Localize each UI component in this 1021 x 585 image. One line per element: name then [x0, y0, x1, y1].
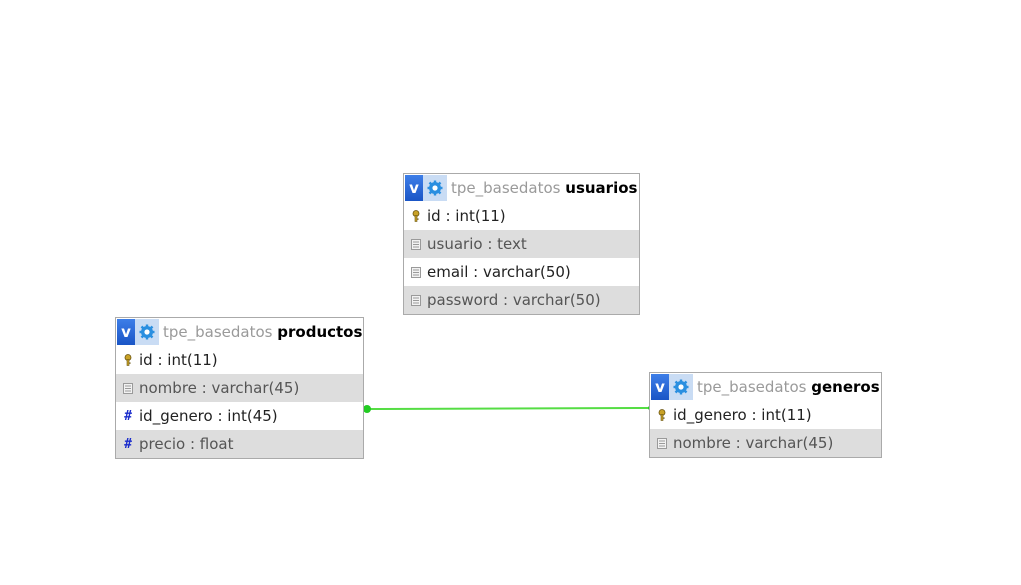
- database-name: tpe_basedatos: [697, 378, 807, 396]
- column-row[interactable]: # id_genero : int(45): [116, 402, 363, 430]
- table-header[interactable]: v tpe_basedatos generos: [650, 373, 881, 401]
- key-icon: [410, 210, 422, 222]
- column-separator: :: [730, 434, 746, 452]
- column-name: id_genero: [139, 407, 213, 425]
- column-row[interactable]: # precio : float: [116, 430, 363, 458]
- table-title[interactable]: tpe_basedatos generos: [697, 378, 880, 396]
- column-row[interactable]: usuario : text: [404, 230, 639, 258]
- hash-icon: #: [124, 408, 132, 424]
- column-icon: [410, 294, 422, 306]
- hash-icon: #: [124, 436, 132, 452]
- database-name: tpe_basedatos: [163, 323, 273, 341]
- column-name: precio: [139, 435, 186, 453]
- table-name: usuarios: [565, 179, 638, 197]
- column-name: password: [427, 291, 499, 309]
- table-generos[interactable]: v tpe_basedatos generos id_genero : int(…: [649, 372, 882, 458]
- table-options-button[interactable]: [423, 175, 447, 201]
- column-separator: :: [482, 235, 498, 253]
- database-name: tpe_basedatos: [451, 179, 561, 197]
- toggle-columns-button[interactable]: v: [117, 319, 135, 345]
- column-name: usuario: [427, 235, 483, 253]
- column-row[interactable]: id_genero : int(11): [650, 401, 881, 429]
- column-type: varchar(50): [512, 291, 601, 309]
- column-row[interactable]: email : varchar(50): [404, 258, 639, 286]
- table-title[interactable]: tpe_basedatos productos: [163, 323, 362, 341]
- column-type: int(11): [455, 207, 506, 225]
- column-row[interactable]: id : int(11): [404, 202, 639, 230]
- toggle-columns-button[interactable]: v: [405, 175, 423, 201]
- column-separator: :: [440, 207, 456, 225]
- column-name: nombre: [673, 434, 731, 452]
- column-row[interactable]: password : varchar(50): [404, 286, 639, 314]
- table-name: productos: [277, 323, 363, 341]
- column-icon: [410, 238, 422, 250]
- column-separator: :: [468, 263, 483, 281]
- column-type: int(45): [227, 407, 278, 425]
- column-type: varchar(50): [482, 263, 571, 281]
- table-usuarios[interactable]: v tpe_basedatos usuarios id : int(11)usu…: [403, 173, 640, 315]
- column-separator: :: [152, 351, 168, 369]
- column-type: varchar(45): [211, 379, 300, 397]
- table-productos[interactable]: v tpe_basedatos productos id : int(11)no…: [115, 317, 364, 459]
- relation-line-productos-generos[interactable]: [365, 407, 651, 410]
- column-icon: [410, 266, 422, 278]
- key-icon: [122, 354, 134, 366]
- column-type: int(11): [167, 351, 218, 369]
- column-name: id: [139, 351, 153, 369]
- gear-icon: [673, 379, 689, 395]
- column-name: nombre: [139, 379, 197, 397]
- table-header[interactable]: v tpe_basedatos usuarios: [404, 174, 639, 202]
- column-icon: [122, 382, 134, 394]
- column-separator: :: [185, 435, 200, 453]
- column-row[interactable]: nombre : varchar(45): [650, 429, 881, 457]
- column-name: email: [427, 263, 469, 281]
- column-type: text: [497, 235, 527, 253]
- column-type: int(11): [761, 406, 812, 424]
- column-name: id_genero: [673, 406, 747, 424]
- column-row[interactable]: nombre : varchar(45): [116, 374, 363, 402]
- column-separator: :: [746, 406, 762, 424]
- column-separator: :: [212, 407, 228, 425]
- gear-icon: [427, 180, 443, 196]
- relation-end-dot: [363, 405, 371, 413]
- column-separator: :: [498, 291, 513, 309]
- gear-icon: [139, 324, 155, 340]
- table-header[interactable]: v tpe_basedatos productos: [116, 318, 363, 346]
- table-name: generos: [811, 378, 880, 396]
- column-icon: [656, 437, 668, 449]
- key-icon: [656, 409, 668, 421]
- column-type: float: [199, 435, 234, 453]
- column-type: varchar(45): [745, 434, 834, 452]
- column-name: id: [427, 207, 441, 225]
- table-title[interactable]: tpe_basedatos usuarios: [451, 179, 637, 197]
- column-row[interactable]: id : int(11): [116, 346, 363, 374]
- table-options-button[interactable]: [135, 319, 159, 345]
- column-separator: :: [196, 379, 212, 397]
- toggle-columns-button[interactable]: v: [651, 374, 669, 400]
- table-options-button[interactable]: [669, 374, 693, 400]
